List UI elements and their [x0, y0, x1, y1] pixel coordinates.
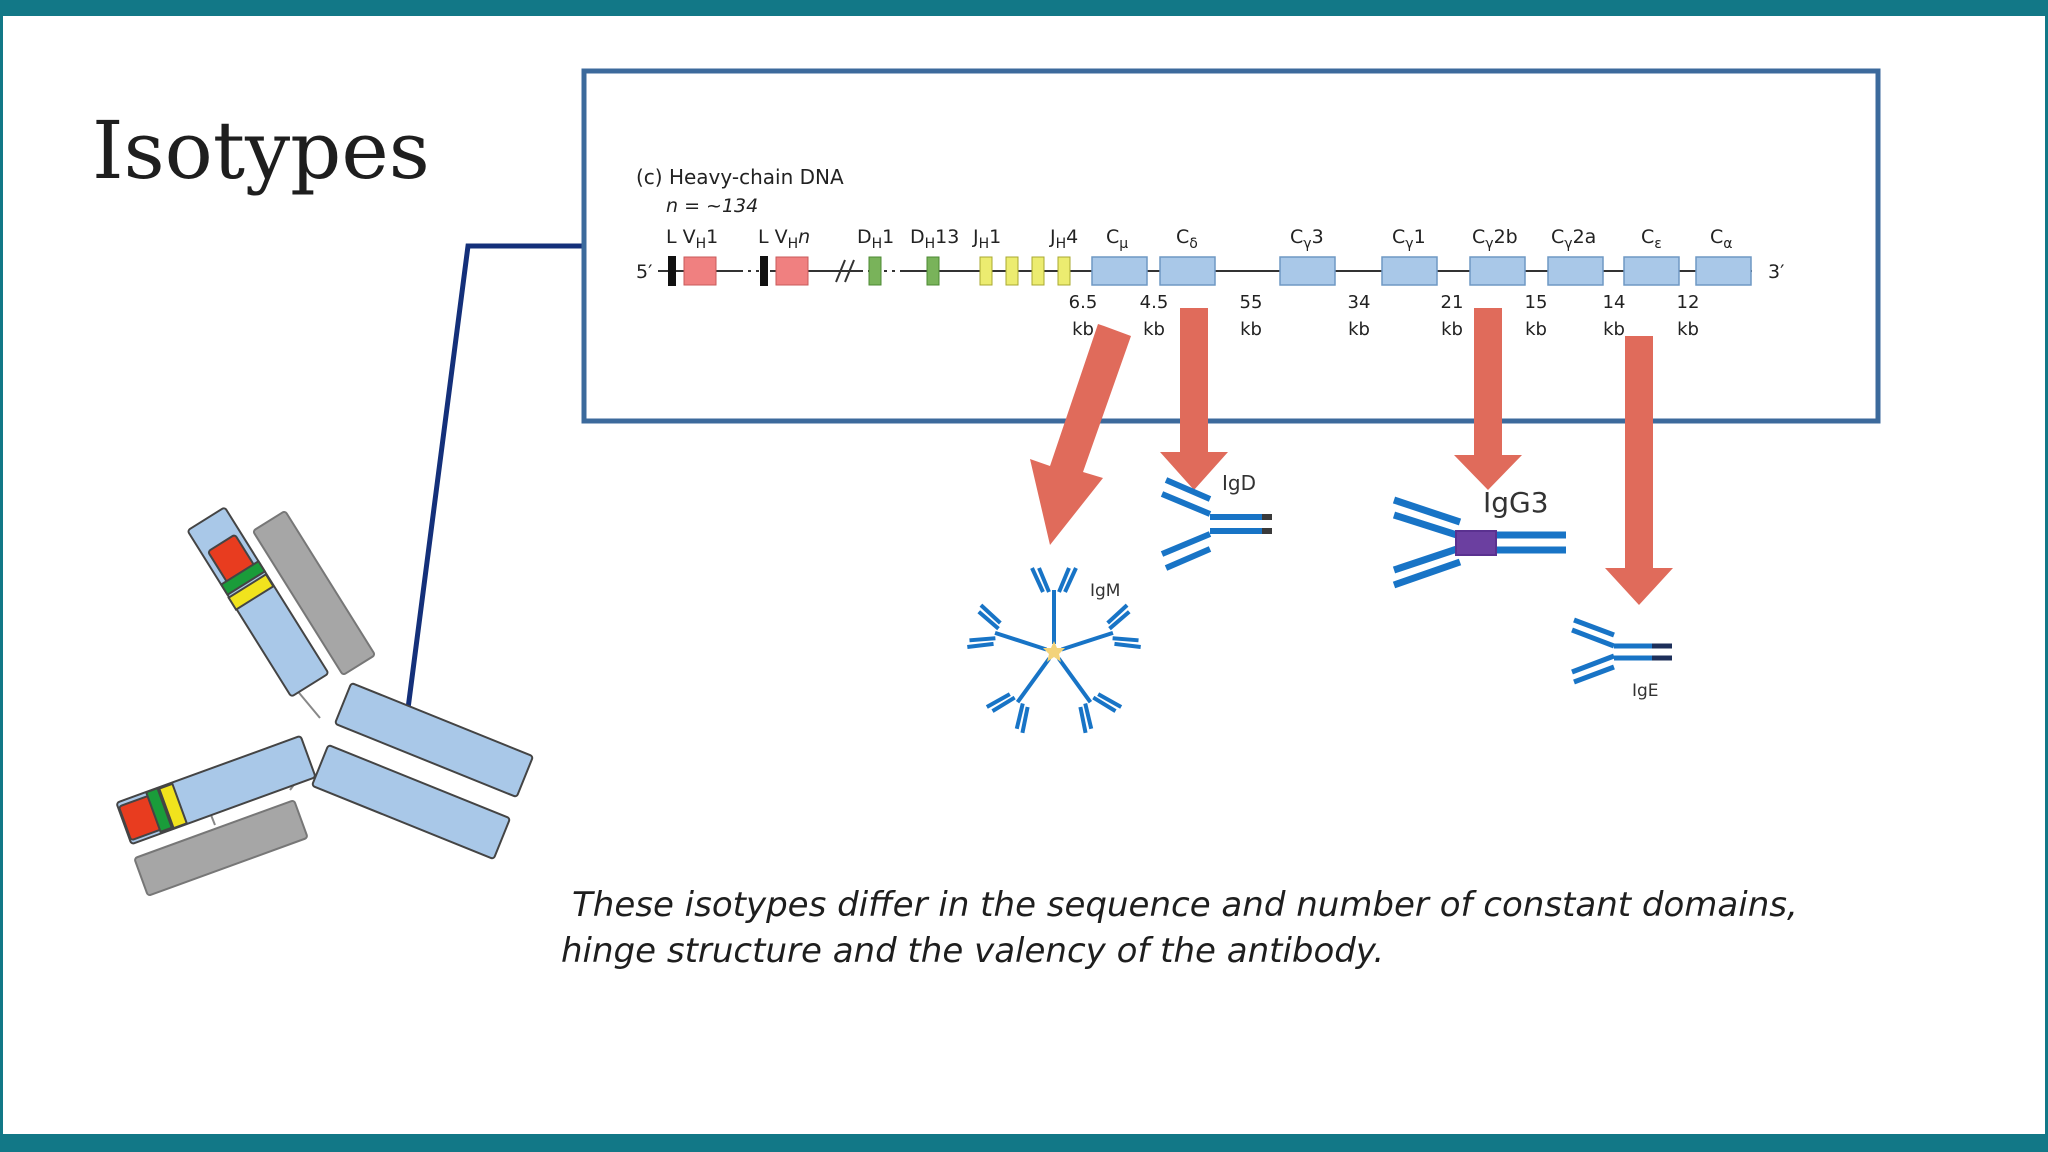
- segment-label-dh1: DH1: [857, 226, 894, 252]
- light-chain-upper: [252, 510, 376, 676]
- antibody-domain-diagram: [116, 507, 534, 897]
- arrow-to-igg3: [1454, 308, 1522, 490]
- c-epsilon-gene: [1623, 256, 1680, 286]
- c-gamma1-gene: [1381, 256, 1438, 286]
- jh3-segment: [1031, 256, 1045, 286]
- distance-value-5: 21: [1441, 292, 1464, 313]
- top-frame-bar: [0, 0, 2048, 16]
- arrow-to-igm: [1030, 324, 1131, 545]
- c-gamma2b-gene: [1469, 256, 1526, 286]
- igm-label: IgM: [1090, 581, 1120, 601]
- distance-unit-5: kb: [1441, 319, 1463, 340]
- distance-value-4: 34: [1348, 292, 1371, 313]
- connector-line: [403, 243, 585, 725]
- five-prime-label: 5′: [636, 261, 652, 283]
- distance-value-7: 14: [1603, 292, 1626, 313]
- light-chain-lower: [134, 799, 308, 897]
- segment-label-c-gamma2a: Cγ2a: [1551, 226, 1596, 252]
- jh1-segment: [979, 256, 993, 286]
- variable-domain-green-upper: [219, 559, 267, 597]
- caption-line-1: These isotypes differ in the sequence an…: [572, 885, 1798, 925]
- arrow-to-ige: [1605, 336, 1673, 605]
- left-frame-edge: [0, 0, 3, 1152]
- dna-figure-label: (c) Heavy-chain DNA: [636, 165, 844, 189]
- jh4-segment: [1057, 256, 1071, 286]
- dna-figure-box: [581, 68, 1881, 424]
- segment-label-c-epsilon: Cε: [1641, 226, 1662, 252]
- segment-label-c-delta: Cδ: [1176, 226, 1198, 252]
- distance-unit-2: kb: [1143, 319, 1165, 340]
- segment-label-c-gamma1: Cγ1: [1392, 226, 1426, 252]
- segment-label-dh13: DH13: [910, 226, 959, 252]
- variable-domain-green-lower: [144, 786, 174, 834]
- distance-value-3: 55: [1240, 292, 1263, 313]
- variable-domain-yellow-lower: [157, 782, 189, 830]
- caption-line-2: hinge structure and the valency of the a…: [561, 931, 1384, 971]
- leader-segment-1: [668, 256, 676, 286]
- segment-label-c-mu: Cμ: [1106, 226, 1128, 252]
- slide-title: Isotypes: [92, 104, 430, 197]
- igg3-label: IgG3: [1483, 486, 1549, 519]
- distance-unit-1: kb: [1072, 319, 1094, 340]
- variable-domain-yellow-upper: [227, 573, 275, 611]
- distance-unit-8: kb: [1677, 319, 1699, 340]
- arrow-to-igd: [1160, 308, 1228, 490]
- segment-label-c-alpha: Cα: [1710, 226, 1733, 252]
- distance-unit-6: kb: [1525, 319, 1547, 340]
- c-gamma2a-gene: [1547, 256, 1604, 286]
- igm-pentamer: [965, 566, 1143, 733]
- c-alpha-gene: [1695, 256, 1752, 286]
- three-prime-label: 3′: [1768, 261, 1784, 283]
- dh1-segment: [868, 256, 882, 286]
- distance-value-6: 15: [1525, 292, 1548, 313]
- segment-label-c-gamma3: Cγ3: [1290, 226, 1324, 252]
- c-mu-gene: [1091, 256, 1148, 286]
- c-delta-gene: [1159, 256, 1216, 286]
- igg3-hinge: [1455, 530, 1497, 556]
- distance-value-8: 12: [1677, 292, 1700, 313]
- c-gamma3-gene: [1279, 256, 1336, 286]
- segment-label-c-gamma2b: Cγ2b: [1472, 226, 1518, 252]
- right-frame-edge: [2045, 0, 2048, 1152]
- igd-label: IgD: [1222, 471, 1256, 495]
- dh13-segment: [926, 256, 940, 286]
- bottom-frame-bar: [0, 1134, 2048, 1152]
- fc-chain-lower: [311, 744, 511, 860]
- ige-label: IgE: [1632, 681, 1659, 701]
- ige-antibody: [1571, 617, 1672, 685]
- igd-antibody: [1160, 477, 1272, 571]
- igg3-antibody: [1392, 496, 1566, 589]
- leader-segment-n: [760, 256, 768, 286]
- distance-value-2: 4.5: [1140, 292, 1169, 313]
- distance-unit-7: kb: [1603, 319, 1625, 340]
- segment-label-vh1: L VH1: [666, 226, 718, 252]
- jh2-segment: [1005, 256, 1019, 286]
- vhn-segment: [775, 256, 809, 286]
- segment-label-vhn: L VHn: [758, 226, 810, 252]
- segment-label-jh4: JH4: [1049, 226, 1078, 252]
- igm-j-chain: [1043, 641, 1065, 662]
- distance-unit-3: kb: [1240, 319, 1262, 340]
- dna-n-value: n = ~134: [666, 195, 758, 217]
- vh1-segment: [683, 256, 717, 286]
- fc-chain-upper: [334, 682, 534, 798]
- distance-value-1: 6.5: [1069, 292, 1098, 313]
- segment-label-jh1: JH1: [972, 226, 1001, 252]
- distance-unit-4: kb: [1348, 319, 1370, 340]
